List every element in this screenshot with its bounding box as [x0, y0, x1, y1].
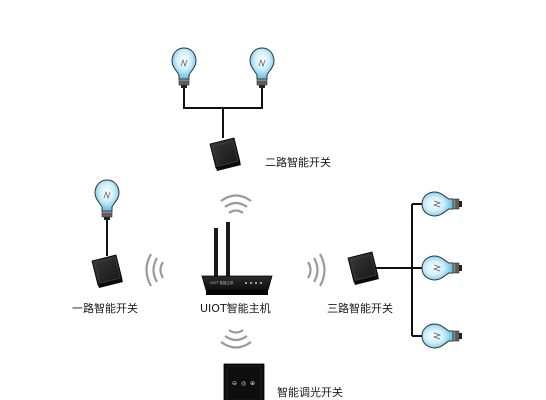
one-way-switch-label: 一路智能开关 — [72, 302, 138, 315]
wifi-signal-icon — [220, 329, 252, 349]
antenna — [226, 222, 230, 276]
bulb-icon — [421, 323, 463, 349]
wire — [183, 88, 263, 138]
two-way-switch-group — [171, 47, 275, 172]
one-way-switch-panel — [91, 254, 124, 289]
bulb-icon — [171, 47, 197, 89]
dimmer-switch-panel: ⊖ ◎ ⊕ — [223, 363, 265, 400]
wifi-signal-icon — [220, 194, 252, 214]
three-way-switch-panel — [347, 251, 380, 286]
bulb-icon — [249, 47, 275, 89]
three-way-switch-group — [347, 191, 463, 349]
dimmer-plus-icon: ⊕ — [250, 380, 255, 387]
wifi-signal-icon — [145, 253, 164, 287]
bulb-icon — [421, 255, 463, 281]
hub-brand-text: UIOT 智能主机 — [210, 280, 234, 285]
bulb-icon — [421, 191, 463, 217]
one-way-switch-group — [91, 179, 124, 289]
bulb-icon — [94, 179, 120, 221]
dimmer-power-icon: ◎ — [241, 380, 246, 387]
hub-device: UIOT 智能主机 — [201, 222, 273, 295]
wifi-signal-icon — [307, 253, 326, 287]
three-way-switch-label: 三路智能开关 — [327, 302, 393, 315]
two-way-switch-label: 二路智能开关 — [265, 156, 331, 169]
hub-label: UIOT智能主机 — [200, 302, 271, 315]
two-way-switch-panel — [209, 137, 242, 172]
antenna — [214, 228, 218, 276]
dimmer-switch-label: 智能调光开关 — [277, 386, 343, 399]
dimmer-minus-icon: ⊖ — [232, 380, 237, 387]
